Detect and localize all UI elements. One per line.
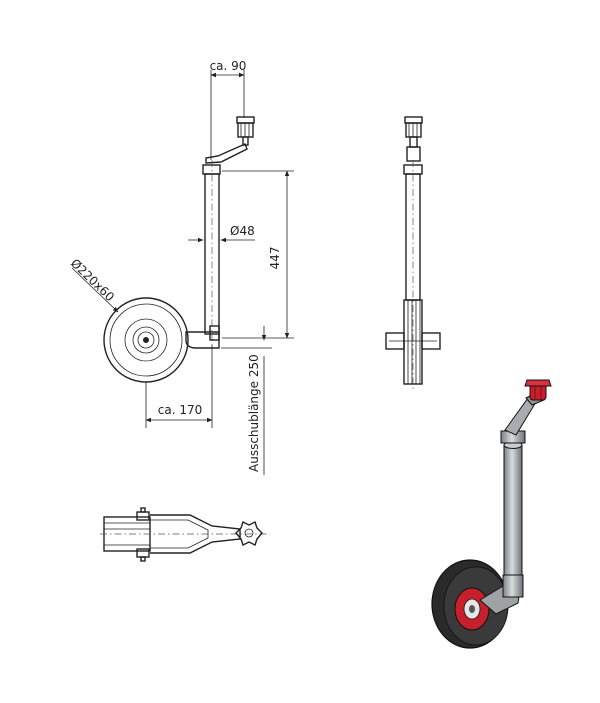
tyre [431, 559, 509, 649]
support-tube [185, 160, 221, 349]
handle-knob [524, 379, 552, 401]
dim-wheel: Ø220x60 [68, 256, 119, 313]
dim-label-top-width: ca. 90 [210, 59, 247, 73]
isometric-view [431, 379, 552, 649]
dim-stroke: Ausschublänge 250 [221, 326, 272, 475]
dim-bottom-width: ca. 170 [145, 345, 213, 428]
dim-label-wheel: Ø220x60 [68, 256, 117, 304]
dim-top-width: ca. 90 [210, 59, 247, 160]
dim-label-tube-diameter: Ø48 [230, 224, 255, 238]
wheel-side [103, 297, 189, 383]
top-view [100, 507, 270, 562]
dim-label-bottom-width: ca. 170 [158, 403, 202, 417]
dim-height: 447 [222, 170, 294, 339]
dim-label-height: 447 [268, 247, 282, 270]
front-view [385, 116, 441, 390]
dim-label-stroke: Ausschublänge 250 [247, 354, 261, 472]
crank-handle [205, 116, 255, 164]
iso-tube [500, 430, 526, 598]
side-view: ca. 90 [68, 59, 294, 475]
dim-tube-diameter: Ø48 [188, 224, 255, 243]
